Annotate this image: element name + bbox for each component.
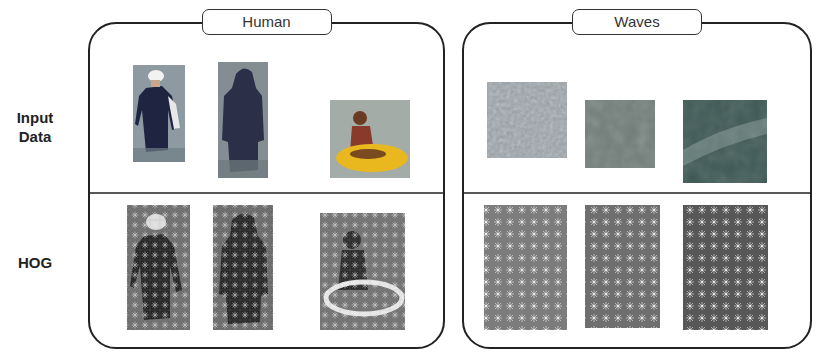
water: [218, 160, 268, 178]
group-panel: Waves: [462, 22, 812, 349]
human-photo: [330, 100, 410, 178]
hog-cells: [683, 205, 768, 330]
hog-map: [683, 205, 768, 330]
row-label: Input Data: [3, 108, 67, 146]
hog-map: [127, 205, 190, 330]
hog-cells: [127, 205, 190, 330]
wave-photo: [487, 82, 567, 158]
ring-hole: [350, 149, 386, 159]
photo-ground: [218, 62, 268, 178]
panel-title: Waves: [572, 9, 702, 35]
group-panel: Human: [88, 22, 445, 349]
hog-ground: [484, 205, 567, 330]
hog-ground: [683, 205, 768, 330]
head: [353, 111, 367, 125]
photo-ground: [683, 100, 767, 183]
human-photo: [218, 62, 268, 178]
photo-ground: [585, 100, 655, 168]
hog-ground: [320, 213, 405, 330]
row-divider: [463, 192, 811, 194]
water: [133, 148, 185, 162]
hog-cells: [484, 205, 567, 330]
swim-ring: [336, 144, 408, 172]
person-figure: [135, 86, 178, 152]
hog-ground: [585, 205, 660, 328]
row-label: HOG: [3, 253, 67, 272]
hog-map: [320, 213, 405, 330]
photo-ground: [487, 82, 567, 158]
row-divider: [89, 192, 444, 194]
photo-ground: [330, 100, 410, 178]
wave-photo: [683, 100, 767, 183]
wave-texture: [683, 100, 767, 183]
photo-ground: [133, 65, 185, 162]
human-photo: [133, 65, 185, 162]
hog-map: [484, 205, 567, 330]
wave-photo: [585, 100, 655, 168]
hog-map: [585, 205, 660, 328]
hog-ground: [127, 205, 190, 330]
hooded-figure: [222, 68, 264, 172]
wave-texture: [487, 82, 567, 158]
hog-cells: [213, 205, 273, 330]
hog-cells: [585, 205, 660, 328]
wave-texture: [585, 100, 655, 168]
hog-cells: [320, 213, 405, 330]
neck: [151, 80, 160, 87]
hog-ground: [213, 205, 273, 330]
hog-map: [213, 205, 273, 330]
panel-title: Human: [202, 9, 332, 35]
sleeve: [168, 96, 180, 129]
